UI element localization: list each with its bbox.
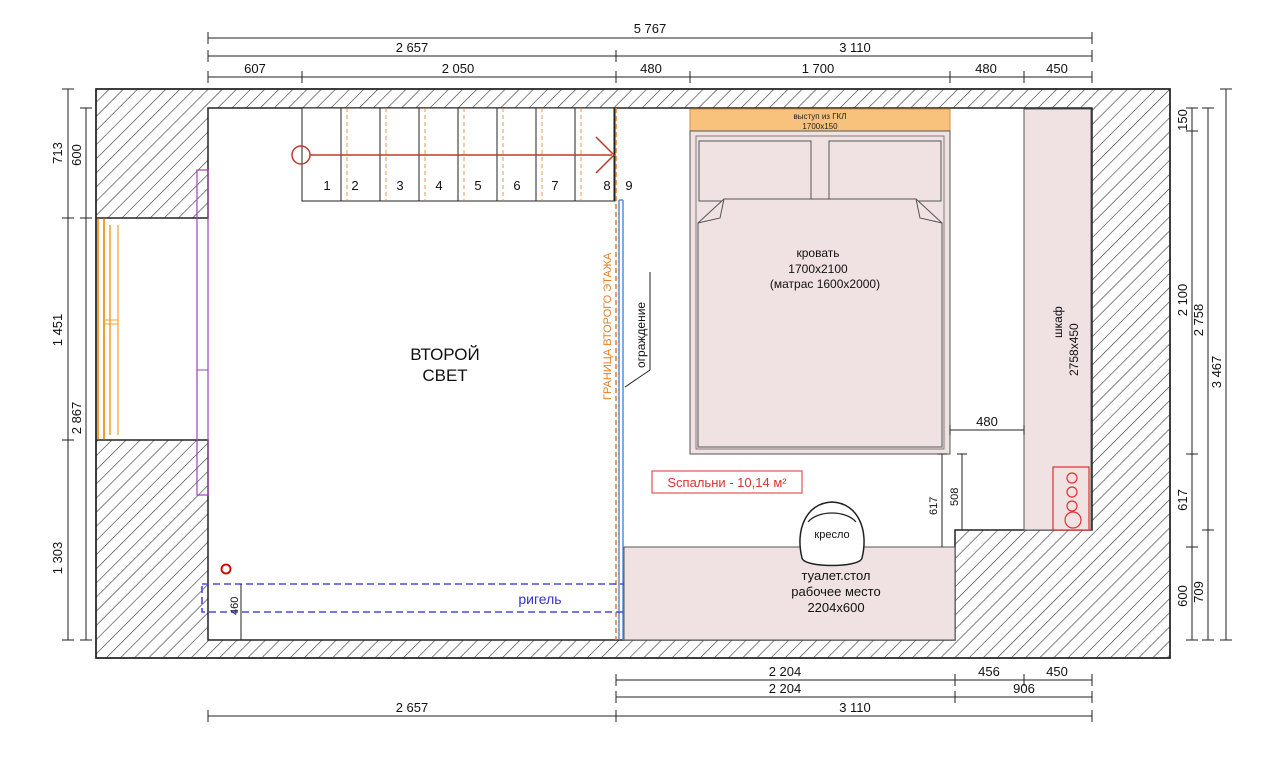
step-3: 3 — [396, 178, 403, 193]
step-2: 2 — [351, 178, 358, 193]
dim-right-600: 600 — [1175, 585, 1190, 607]
dim-left-600: 600 — [69, 144, 84, 166]
wardrobe: шкаф 2758х450 — [1023, 108, 1092, 531]
stairs: 1 2 3 4 5 6 7 8 9 — [291, 107, 633, 202]
floor-border: ГРАНИЦА ВТОРОГО ЭТАЖА ограждение — [602, 108, 651, 640]
dim-bottom-2657: 2 657 — [396, 700, 429, 715]
stair-arrow-icon — [595, 136, 616, 174]
dim-top-450: 450 — [1046, 61, 1068, 76]
dim-left-1303: 1 303 — [50, 542, 65, 575]
dims-right: 150 2 100 617 600 2 758 709 3 467 — [1175, 88, 1232, 641]
dim-right-709: 709 — [1191, 581, 1206, 603]
dim-right-150: 150 — [1175, 109, 1190, 131]
dim-right-2758: 2 758 — [1191, 304, 1206, 337]
dim-right-617: 617 — [1175, 489, 1190, 511]
gkl-ledge: выступ из ГКЛ 1700х150 — [689, 108, 951, 132]
dim-bottom-3110: 3 110 — [839, 700, 871, 715]
step-1: 1 — [323, 178, 330, 193]
bedroom-area: Sспальни - 10,14 м² — [667, 475, 787, 490]
gkl-size: 1700х150 — [802, 122, 838, 131]
step-9: 9 — [625, 178, 632, 193]
dims-top: 5 767 2 657 3 110 607 2 050 480 1 700 48… — [207, 21, 1093, 83]
mattress-size: (матрас 1600х2000) — [770, 277, 880, 291]
dim-508-interior: 508 — [949, 488, 961, 506]
armchair-label: кресло — [814, 529, 849, 541]
dims-left: 713 1 451 1 303 600 2 867 — [50, 88, 92, 641]
step-7: 7 — [551, 178, 558, 193]
dim-top-left: 2 657 — [396, 40, 429, 55]
riser-icon — [220, 563, 232, 575]
wardrobe-size: 2758х450 — [1067, 323, 1081, 376]
step-5: 5 — [474, 178, 481, 193]
dim-bottom-2204b: 2 204 — [769, 681, 802, 696]
dim-top-480a: 480 — [640, 61, 662, 76]
bed: кровать 1700х2100 (матрас 1600х2000) — [689, 130, 951, 455]
dim-right-2100: 2 100 — [1175, 284, 1190, 317]
dim-617-interior: 617 — [928, 497, 940, 515]
desk-label: туалет.стол — [801, 568, 870, 583]
second-light-label: ВТОРОЙ — [410, 345, 479, 364]
dim-left-713: 713 — [50, 142, 65, 164]
dim-top-607: 607 — [244, 61, 266, 76]
floor-border-label: ГРАНИЦА ВТОРОГО ЭТАЖА — [602, 252, 614, 400]
vent-icon — [1066, 486, 1078, 498]
desk-size: 2204х600 — [807, 600, 864, 615]
step-4: 4 — [435, 178, 442, 193]
dim-bottom-906: 906 — [1013, 681, 1035, 696]
dim-left-2867: 2 867 — [69, 402, 84, 435]
dim-460: 460 — [229, 597, 241, 615]
dim-480-interior: 480 — [976, 414, 998, 429]
bed-label: кровать — [797, 246, 840, 260]
step-6: 6 — [513, 178, 520, 193]
desk: туалет.стол рабочее место 2204х600 — [623, 546, 956, 641]
dim-top-1700: 1 700 — [802, 61, 835, 76]
dim-top-right: 3 110 — [839, 40, 871, 55]
dims-bottom: 2 204 456 450 2 204 906 2 657 3 110 — [207, 664, 1093, 722]
dim-bottom-456: 456 — [978, 664, 1000, 679]
dim-top-2050: 2 050 — [442, 61, 475, 76]
window — [96, 169, 209, 496]
dim-right-3467: 3 467 — [1209, 356, 1224, 389]
vent-icon — [1066, 472, 1078, 484]
dim-bottom-450: 450 — [1046, 664, 1068, 679]
interior-dims: 480 617 508 — [928, 414, 1025, 547]
dim-top-480b: 480 — [975, 61, 997, 76]
second-light-label-2: СВЕТ — [422, 366, 467, 385]
dim-top-total: 5 767 — [634, 21, 667, 36]
desk-label-2: рабочее место — [791, 584, 880, 599]
beam-label: ригель — [518, 591, 561, 607]
gkl-label: выступ из ГКЛ — [794, 112, 847, 121]
bed-size: 1700х2100 — [788, 262, 848, 276]
armchair: кресло — [799, 501, 865, 567]
railing-label: ограждение — [634, 302, 648, 368]
dim-bottom-2204a: 2 204 — [769, 664, 802, 679]
dim-left-1451: 1 451 — [50, 314, 65, 347]
vent-icon — [1066, 500, 1078, 512]
area-label: Sспальни - 10,14 м² — [651, 470, 803, 494]
step-8: 8 — [603, 178, 610, 193]
drain-icon — [1064, 511, 1082, 529]
wardrobe-label: шкаф — [1051, 306, 1065, 338]
